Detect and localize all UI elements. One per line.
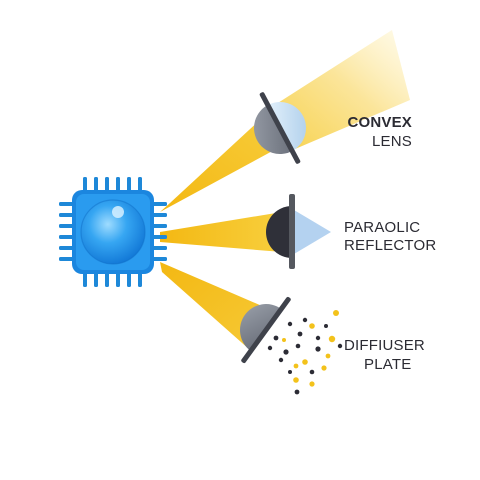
convex-lens-icon <box>254 92 306 164</box>
convex-lens-label-line2: LENS <box>372 133 412 150</box>
diffuser-plate-icon <box>240 296 291 364</box>
beam-to-reflector <box>160 212 282 252</box>
beam-to-diffuser <box>160 262 262 350</box>
reflector-label-line1: PARAOLIC <box>344 219 420 236</box>
diffuser-label-line1: DIFFIUSER <box>344 337 425 354</box>
led-chip-icon <box>59 177 167 287</box>
convex-lens-label-line1: CONVEX <box>347 114 412 131</box>
diffuser-particles <box>267 310 343 395</box>
parabolic-reflector-icon <box>266 194 331 269</box>
beam-to-lens <box>160 118 278 212</box>
diffuser-label-line2: PLATE <box>364 356 411 373</box>
reflector-label-line2: REFLECTOR <box>344 237 436 254</box>
